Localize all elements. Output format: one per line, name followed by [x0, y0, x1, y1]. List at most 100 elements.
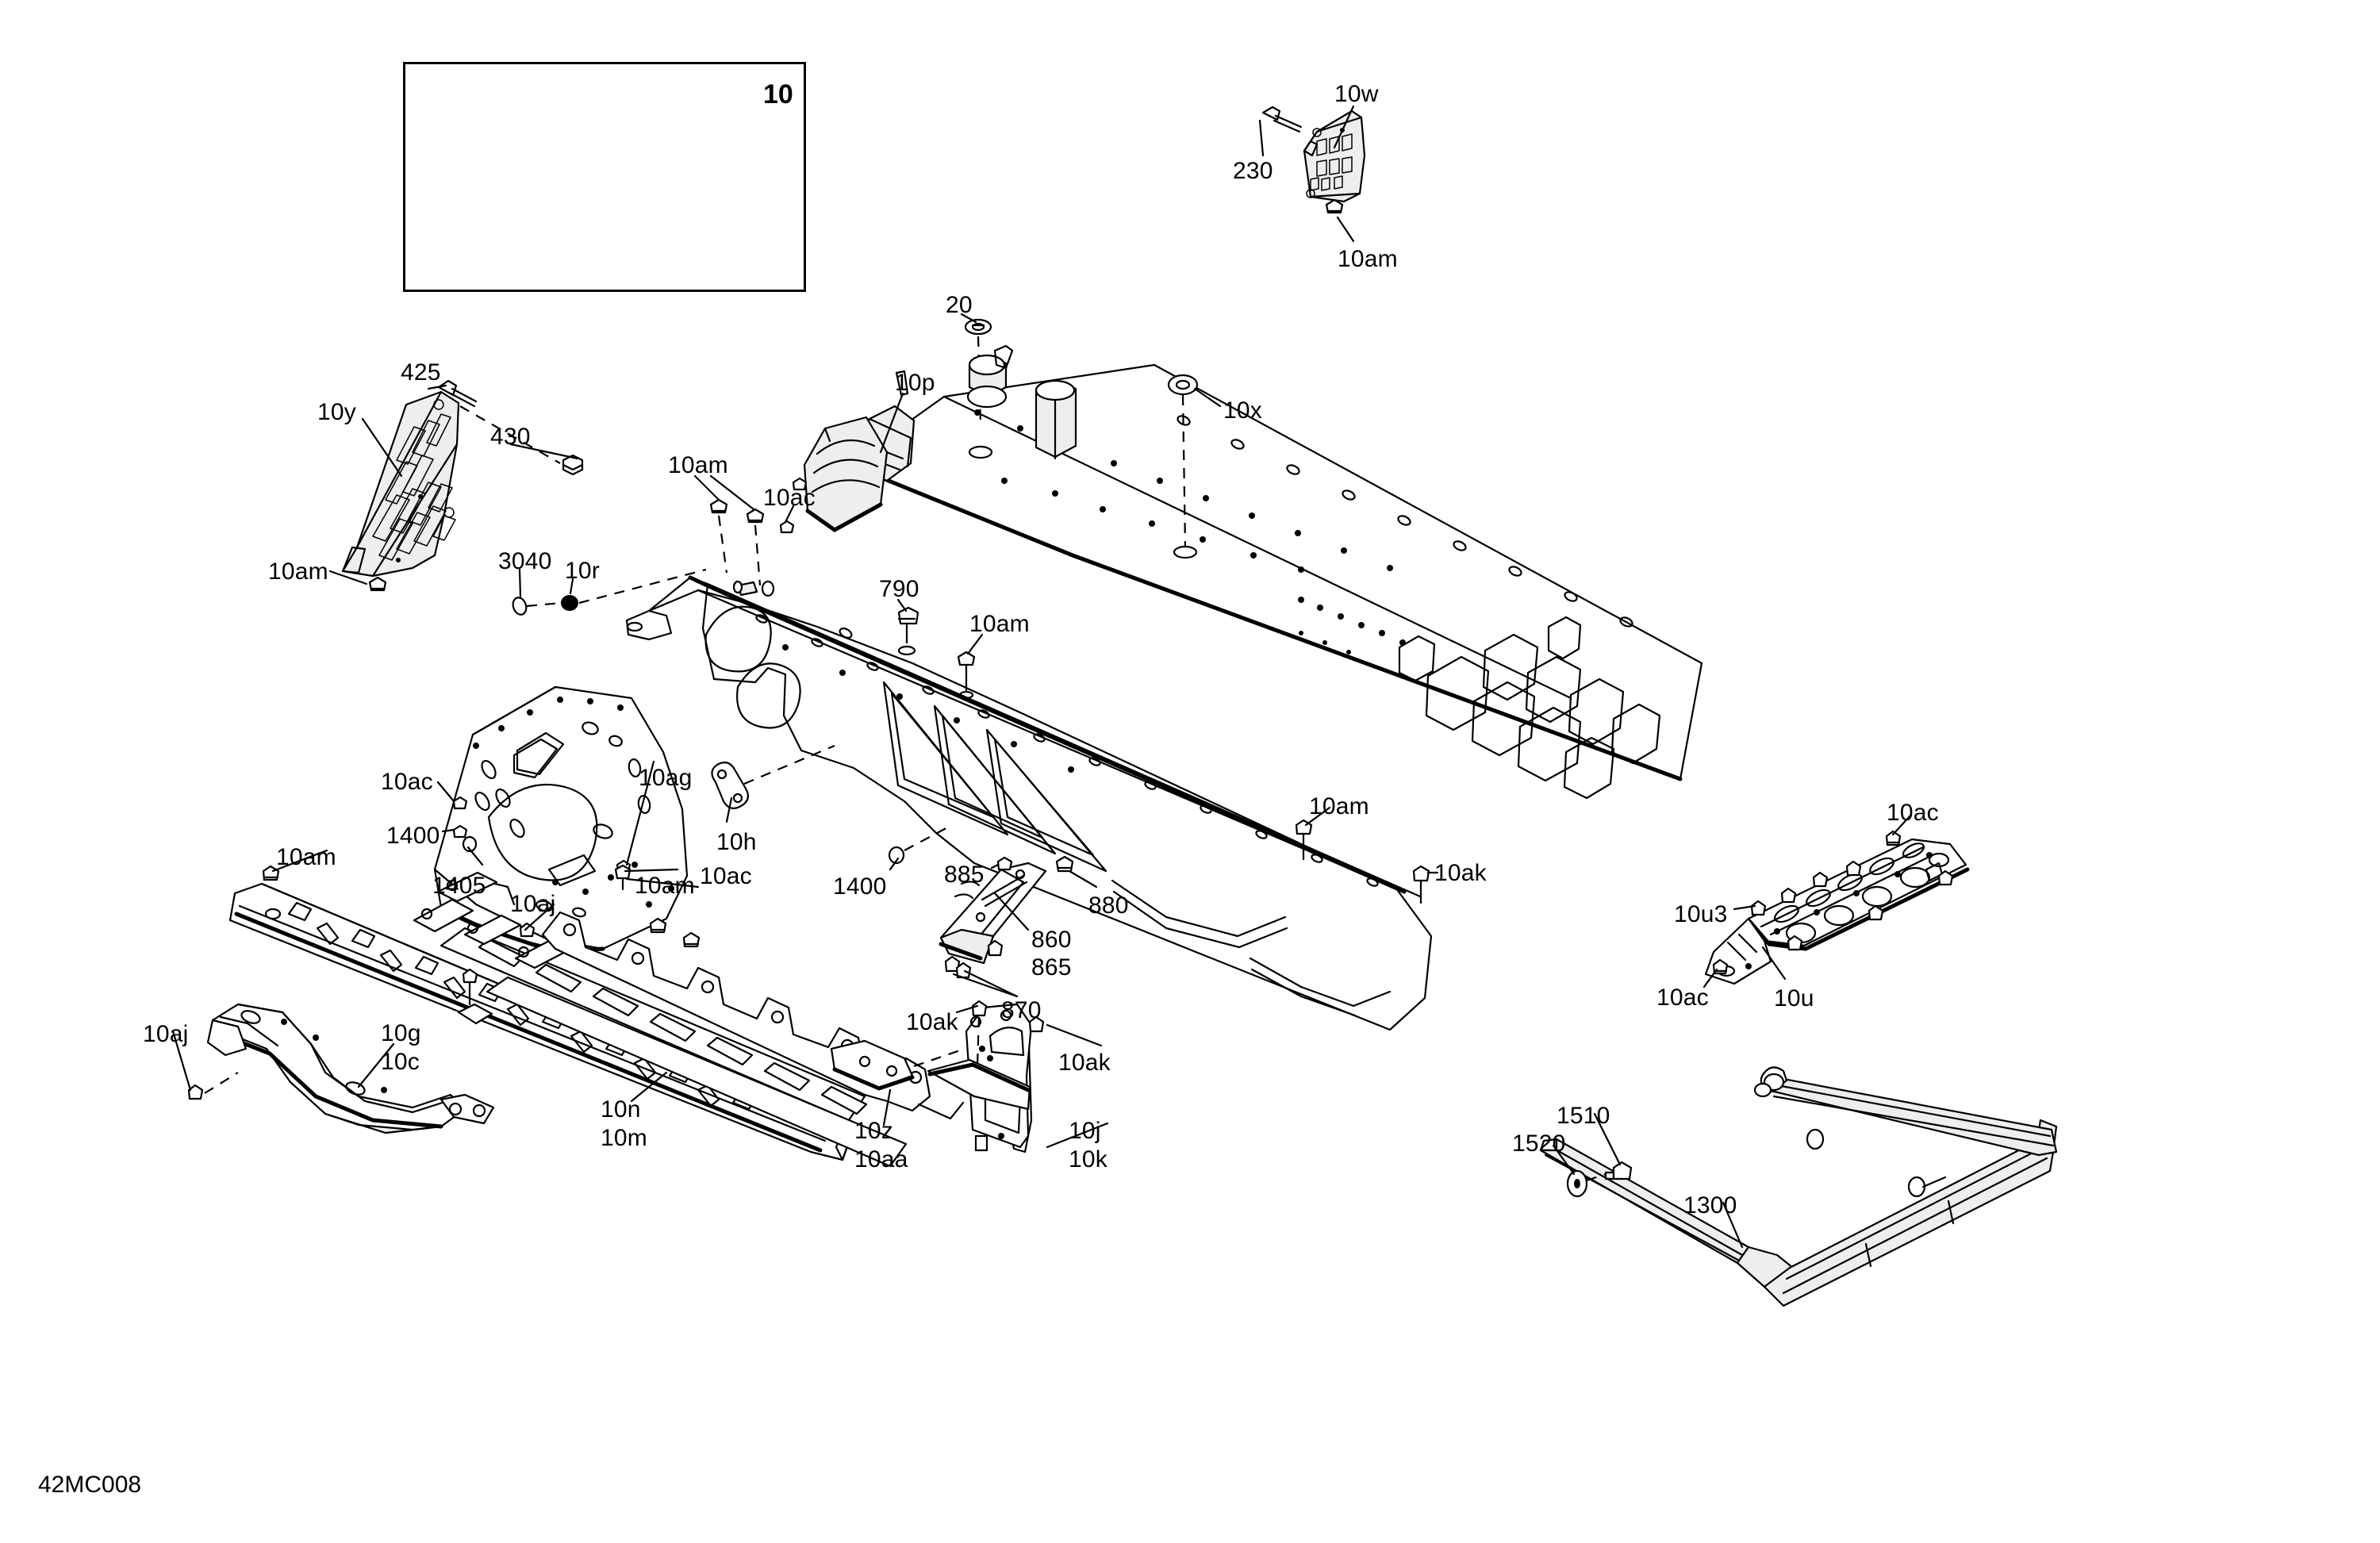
callout-10r: 10r — [565, 558, 600, 584]
callout-10am-3: 10am — [1338, 246, 1398, 272]
callout-10x: 10x — [1223, 397, 1262, 424]
fastener-1520-washer — [1566, 1169, 1588, 1198]
callout-1400-a: 1400 — [386, 823, 440, 849]
fastener-10am-frame-b — [746, 508, 765, 524]
fastener-20-bushing — [964, 318, 992, 336]
part-10h-link — [711, 761, 750, 810]
fastener-10aj-cross — [187, 1084, 204, 1100]
fastener-870-c — [987, 939, 1004, 957]
inset-reference-box — [403, 62, 806, 292]
callout-880: 880 — [1088, 892, 1129, 919]
rear-bracket-mate — [830, 1039, 915, 1091]
callout-10k: 10k — [1069, 1146, 1107, 1173]
callout-10am-2: 10am — [668, 452, 728, 478]
fastener-1405 — [462, 835, 478, 853]
part-10g-10c-cross-member — [206, 1003, 495, 1134]
callout-10ac-1: 10ac — [763, 485, 816, 511]
fastener-10ac-bulkhead — [452, 796, 468, 810]
callout-10g: 10g — [381, 1020, 421, 1046]
callout-10am-4: 10am — [969, 611, 1030, 637]
callout-10am-1: 10am — [268, 558, 328, 585]
callout-1520: 1520 — [1512, 1130, 1566, 1157]
assembly-axis-430 — [459, 405, 561, 464]
callout-10aa: 10aa — [854, 1146, 908, 1173]
callout-870: 870 — [1001, 997, 1042, 1023]
fastener-10ac-hx-a — [1885, 830, 1902, 846]
callout-10ak-2: 10ak — [906, 1009, 958, 1035]
fastener-10am-right-rb — [1325, 198, 1344, 214]
callout-10z: 10z — [854, 1118, 893, 1144]
callout-10ak-1: 10ak — [1434, 860, 1487, 886]
fastener-10ac-a — [779, 520, 795, 534]
callout-10aj-2: 10aj — [143, 1021, 189, 1047]
callout-10ac-3: 10ac — [700, 863, 752, 889]
fastener-790 — [897, 606, 919, 656]
callout-10h: 10h — [716, 829, 757, 855]
fastener-430 — [562, 454, 584, 476]
callout-430: 430 — [490, 424, 531, 450]
fastener-10u3 — [1750, 900, 1767, 916]
callout-1405: 1405 — [432, 873, 486, 899]
fastener-10ak-frame — [1412, 865, 1430, 904]
callout-10p: 10p — [895, 370, 935, 396]
callout-1300: 1300 — [1683, 1192, 1737, 1219]
fastener-10am-ladder-a — [649, 917, 667, 934]
callout-10y: 10y — [317, 399, 356, 425]
fastener-425 — [437, 379, 478, 408]
fastener-10aj-rail-a — [462, 968, 478, 1006]
callout-885: 885 — [944, 862, 985, 888]
part-10ac-upper-cover — [803, 416, 889, 532]
part-10w-running-board — [1303, 109, 1366, 203]
fastener-10am-bulkhead — [614, 864, 631, 891]
fastener-10x — [1167, 374, 1199, 396]
callout-10u3: 10u3 — [1674, 901, 1728, 927]
fastener-10ak-b — [1028, 1015, 1045, 1033]
fastener-3040 — [512, 597, 528, 616]
part-10u-heat-exchanger — [1704, 838, 1970, 985]
callout-10aj-1: 10aj — [510, 891, 556, 917]
fastener-10am-mid — [957, 651, 976, 700]
part-860-865-bracket — [939, 862, 1047, 965]
frame-bushing-detail — [732, 580, 758, 597]
callout-20: 20 — [946, 292, 973, 318]
fastener-10am-left — [368, 576, 387, 592]
callout-10w: 10w — [1334, 81, 1379, 107]
fastener-1400-bulkhead — [452, 824, 468, 839]
callout-10ak-3: 10ak — [1058, 1050, 1111, 1076]
callout-790: 790 — [879, 576, 919, 602]
callout-10ac-2: 10ac — [381, 769, 433, 795]
callout-10am-5: 10am — [635, 873, 695, 899]
callout-10ac-4: 10ac — [1887, 800, 1939, 826]
louver-cutouts — [1398, 616, 1661, 800]
fastener-880 — [1055, 855, 1074, 873]
callout-860: 860 — [1031, 927, 1072, 953]
callout-10m: 10m — [601, 1125, 647, 1151]
callout-10u: 10u — [1774, 985, 1814, 1011]
hx-rivet-row — [1780, 860, 1954, 951]
part-10ag-side-frame — [625, 575, 1433, 1031]
callout-10am-6: 10am — [1309, 793, 1369, 819]
callout-10j: 10j — [1069, 1118, 1101, 1144]
fastener-885 — [996, 856, 1013, 871]
fastener-230 — [1261, 106, 1303, 133]
callout-3040: 3040 — [498, 548, 552, 574]
drawing-code: 42MC008 — [38, 1472, 142, 1498]
tunnel-tube — [1035, 379, 1077, 460]
fastener-10aj-ladder — [519, 922, 536, 938]
callout-10n: 10n — [601, 1096, 641, 1123]
fastener-10am-ladder-b — [682, 931, 701, 948]
callout-865: 865 — [1031, 954, 1072, 981]
fastener-10ak-a — [971, 1000, 988, 1017]
fastener-1400-center — [888, 846, 905, 865]
fastener-1510-screw — [1604, 1161, 1633, 1180]
fastener-10am-frame-a — [709, 498, 728, 514]
part-1300-bumper — [1539, 1066, 2058, 1307]
callout-1510: 1510 — [1557, 1103, 1610, 1129]
callout-10c: 10c — [381, 1049, 420, 1075]
callout-10ac-5: 10ac — [1656, 985, 1709, 1011]
callout-230: 230 — [1233, 158, 1273, 184]
callout-10am-7: 10am — [276, 844, 336, 870]
part-10j-10k-rear-bracket — [927, 1003, 1033, 1153]
